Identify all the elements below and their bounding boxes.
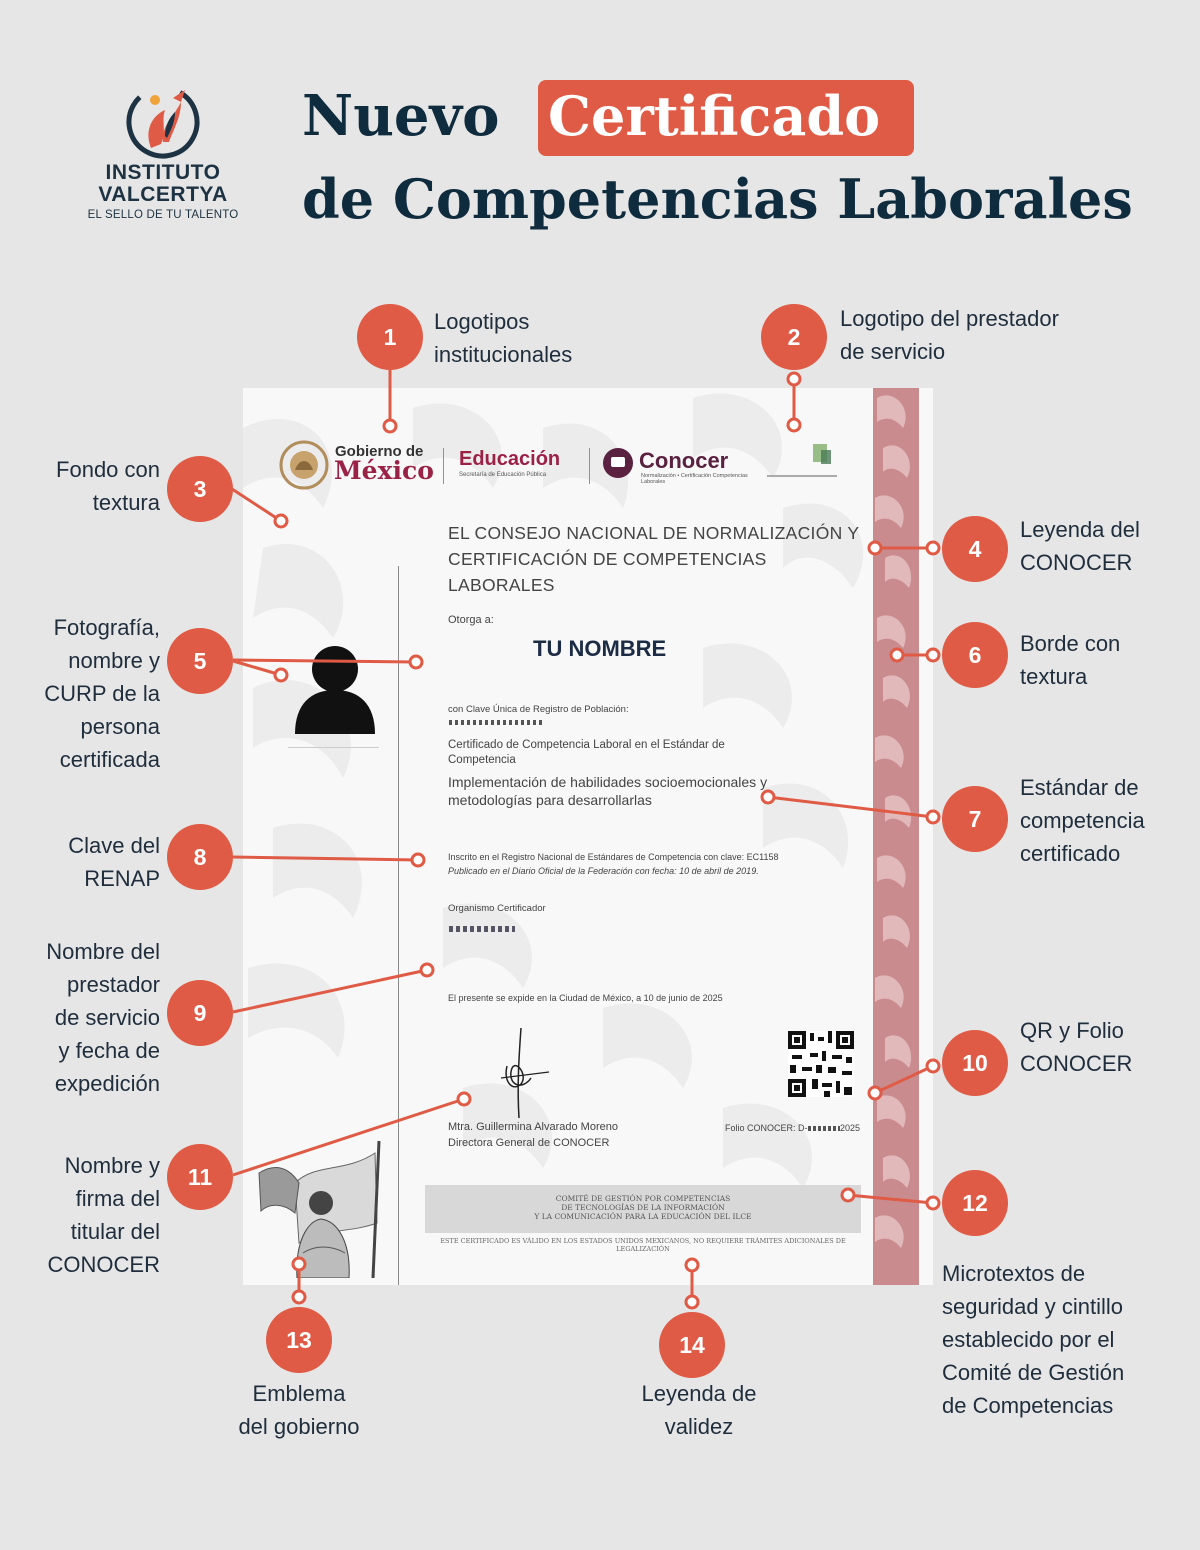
certified-name: TU NOMBRE	[533, 636, 667, 661]
security-microtext: COMITÉ DE GESTIÓN POR COMPETENCIAS DE TE…	[425, 1194, 861, 1221]
band-line1: COMITÉ DE GESTIÓN POR COMPETENCIAS	[555, 1194, 731, 1203]
marker-5: 5	[167, 628, 233, 694]
marker-6: 6	[942, 622, 1008, 688]
logo-divider	[443, 448, 444, 484]
gob-line1: Gobierno de	[335, 443, 424, 460]
government-emblem-illustration	[258, 1140, 381, 1278]
marker-11: 11	[167, 1144, 233, 1210]
marker-2: 2	[761, 304, 827, 370]
valcertya-emblem-icon	[126, 85, 200, 159]
renap-key: Inscrito en el Registro Nacional de Está…	[448, 852, 779, 862]
conocer-logo: Conocer	[639, 448, 729, 473]
marker-12: 12	[942, 1170, 1008, 1236]
certificate: Gobierno de México Educación Secretaría …	[243, 388, 933, 1285]
signer-title: Directora General de CONOCER	[448, 1137, 610, 1149]
provider-logo-icon	[767, 444, 837, 477]
organismo-value-redacted	[449, 926, 515, 932]
marker-8: 8	[167, 824, 233, 890]
security-band	[425, 1185, 861, 1233]
brand-tagline: EL SELLO DE TU TALENTO	[87, 209, 239, 221]
folio-year: 2025	[840, 1123, 861, 1133]
brand-logo: INSTITUTO VALCERTYA EL SELLO DE TU TALEN…	[78, 78, 248, 221]
qr-code	[788, 1031, 854, 1097]
person-silhouette-icon	[295, 646, 375, 734]
band-line3: Y LA COMUNICACIÓN PARA LA EDUCACIÓN DEL …	[534, 1212, 752, 1221]
mexico-seal-icon	[279, 440, 329, 490]
conocer-legend: EL CONSEJO NACIONAL DE NORMALIZACIÓN Y C…	[448, 523, 860, 595]
brand-name-line1: INSTITUTO	[105, 161, 221, 184]
title-highlight: Certificado	[548, 84, 881, 148]
organismo-label: Organismo Certificador	[448, 903, 546, 914]
validity-legend: ESTE CERTIFICADO ES VÁLIDO EN LOS ESTADO…	[440, 1237, 846, 1253]
textured-border	[873, 388, 919, 1285]
folio-value-redacted	[808, 1126, 840, 1131]
competency-standard: Implementación de habilidades socioemoci…	[448, 774, 768, 808]
vertical-divider	[398, 566, 399, 1285]
marker-9: 9	[167, 980, 233, 1046]
dof-date: Publicado en el Diario Oficial de la Fed…	[448, 866, 759, 876]
title-word1: Nuevo	[302, 83, 500, 149]
marker-3: 3	[167, 456, 233, 522]
curp-label: con Clave Única de Registro de Población…	[448, 704, 629, 715]
folio-label: Folio CONOCER: D-	[725, 1123, 808, 1133]
marker-4: 4	[942, 516, 1008, 582]
marker-1: 1	[357, 304, 423, 370]
marker-13: 13	[266, 1307, 332, 1373]
title-line2: de Competencias Laborales	[302, 167, 1133, 231]
conocer-logo-icon	[603, 448, 633, 478]
cert-label: Certificado de Competencia Laboral en el…	[448, 739, 725, 766]
otorga-label: Otorga a:	[448, 614, 494, 626]
marker-14: 14	[659, 1312, 725, 1378]
band-line2: DE TECNOLOGÍAS DE LA INFORMACIÓN	[561, 1203, 725, 1212]
conocer-sub: Normalización • Certificación Competenci…	[641, 473, 748, 485]
signature-mark	[500, 1027, 550, 1119]
expedition-text: El presente se expide en la Ciudad de Mé…	[448, 993, 723, 1003]
educacion-sub: Secretaría de Educación Pública	[459, 472, 547, 478]
brand-name-line2: VALCERTYA	[98, 183, 228, 206]
gob-line2: México	[334, 456, 434, 485]
curp-value-redacted	[449, 720, 545, 725]
educacion-logo: Educación	[459, 448, 561, 470]
signer-name: Mtra. Guillermina Alvarado Moreno	[448, 1121, 618, 1133]
marker-10: 10	[942, 1030, 1008, 1096]
title-highlight-box	[538, 80, 914, 156]
photo-underline	[288, 747, 379, 748]
marker-7: 7	[942, 786, 1008, 852]
logo-divider-2	[589, 448, 590, 484]
